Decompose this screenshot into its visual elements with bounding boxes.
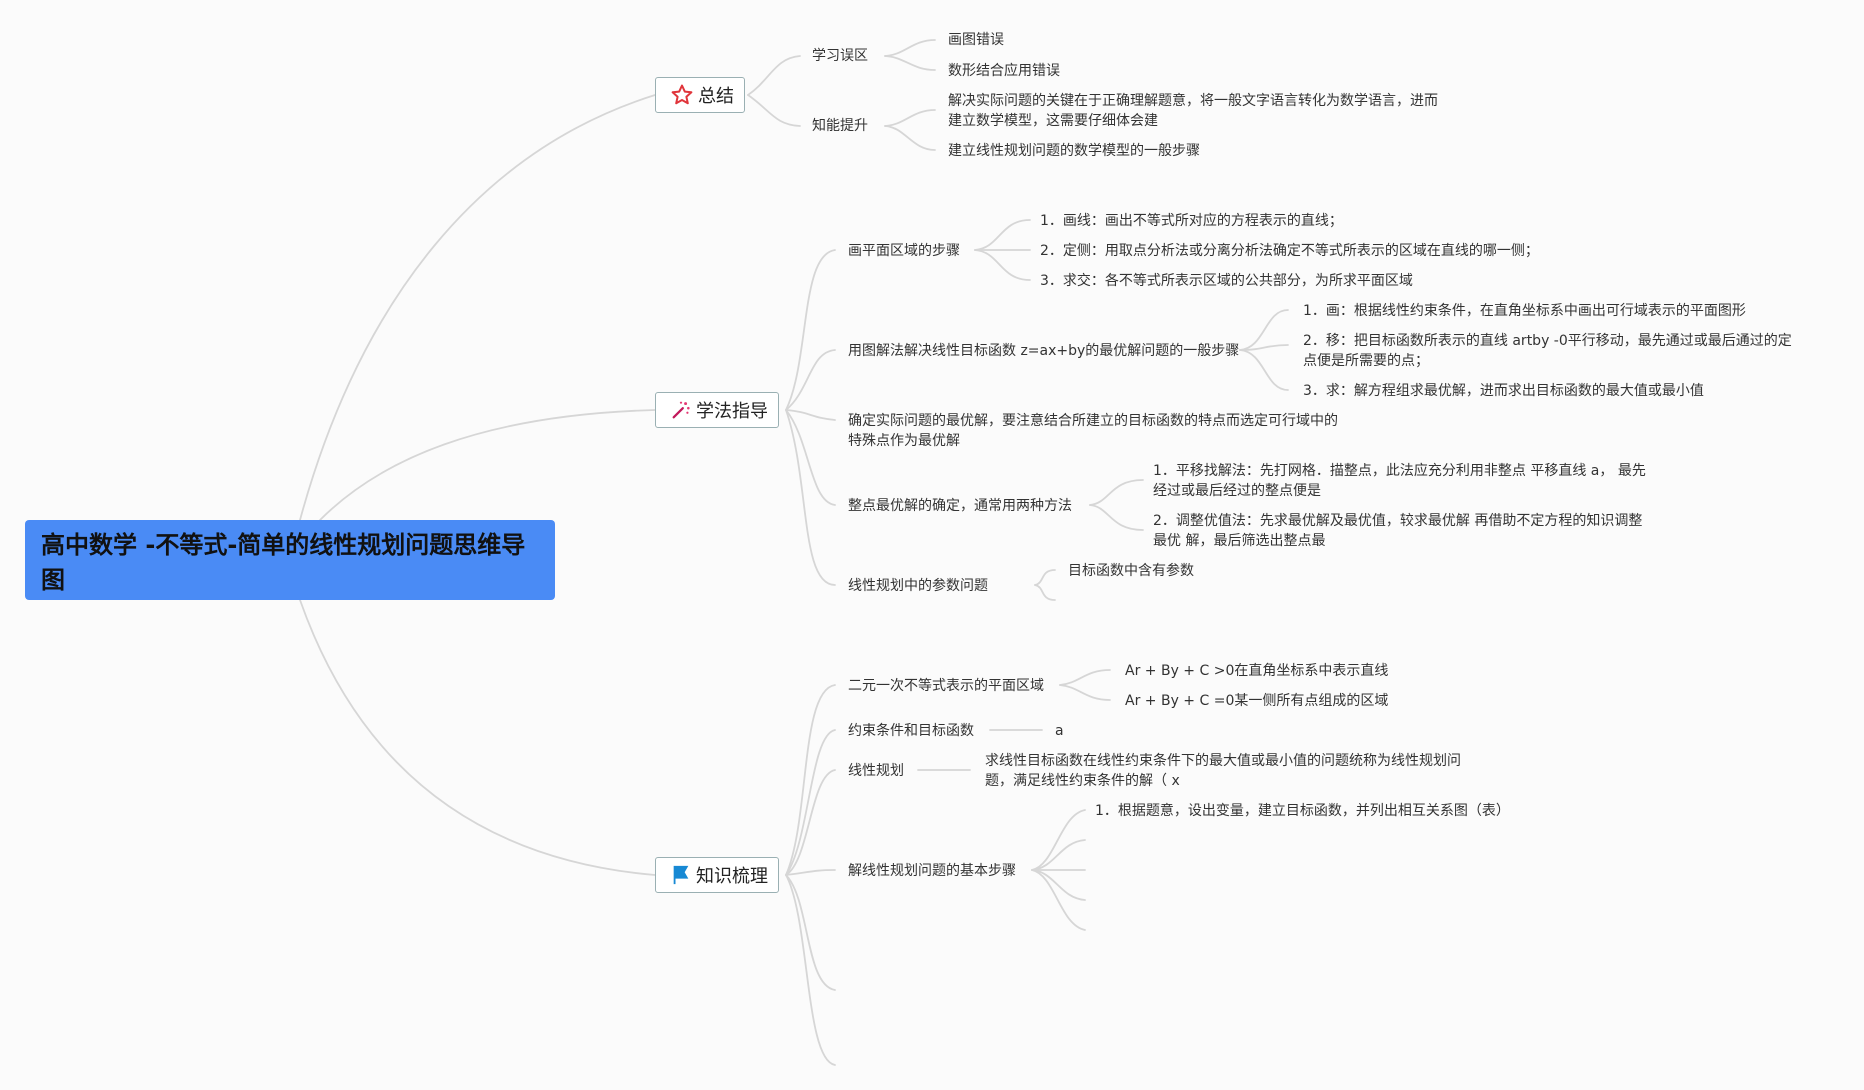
topic-graphic-step-2[interactable]: 2．移：把目标函数所表示的直线 artby -0平行移动，最先通过或最后通过的定… bbox=[1303, 333, 1792, 369]
topic-basic-steps[interactable]: 解线性规划问题的基本步骤 bbox=[848, 863, 1016, 879]
topic-graphic-step-3[interactable]: 3．求：解方程组求最优解，进而求出目标函数的最大值或最小值 bbox=[1303, 383, 1704, 399]
topic-graphic-method[interactable]: 用图解法解决线性目标函数 z=ax+by的最优解问题的一般步骤 bbox=[848, 343, 1240, 359]
topic-region-step-3[interactable]: 3．求交：各不等式所表示区域的公共部分，为所求平面区域 bbox=[1040, 273, 1413, 289]
topic-region-equation[interactable]: Ar + By + C =0某一侧所有点组成的区域 bbox=[1125, 693, 1389, 709]
link-root-summary bbox=[299, 94, 656, 521]
topic-basic-step-1[interactable]: 1．根据题意，设出变量，建立目标函数，并列出相互关系图（表） bbox=[1095, 803, 1510, 819]
topic-learning-mistakes[interactable]: 学习误区 bbox=[812, 48, 868, 64]
topic-region-step-2[interactable]: 2．定侧：用取点分析法或分离分析法确定不等式所表示的区域在直线的哪一侧； bbox=[1040, 243, 1539, 259]
branch-summary[interactable]: 总结 bbox=[655, 77, 745, 113]
topic-region-step-1[interactable]: 1．画线：画出不等式所对应的方程表示的直线； bbox=[1040, 213, 1343, 229]
link-root-knowledge bbox=[299, 599, 656, 876]
topic-constraint-a[interactable]: a bbox=[1055, 723, 1064, 739]
topic-objective-parameter[interactable]: 目标函数中含有参数 bbox=[1068, 563, 1194, 579]
link-summary-ability bbox=[747, 94, 801, 127]
topic-region-inequality[interactable]: Ar + By + C >0在直角坐标系中表示直线 bbox=[1125, 663, 1389, 679]
topic-lp-definition[interactable]: 求线性目标函数在线性约束条件下的最大值或最小值的问题统称为线性规划问题，满足线性… bbox=[985, 753, 1461, 789]
topic-ability-improvement[interactable]: 知能提升 bbox=[812, 118, 868, 134]
topic-linear-programming[interactable]: 线性规划 bbox=[848, 763, 904, 779]
topic-plane-region[interactable]: 二元一次不等式表示的平面区域 bbox=[848, 678, 1044, 694]
branch-method-label: 学法指导 bbox=[696, 401, 768, 422]
topic-number-shape-error[interactable]: 数形结合应用错误 bbox=[948, 63, 1060, 79]
link-root-method bbox=[319, 409, 656, 521]
topic-region-steps[interactable]: 画平面区域的步骤 bbox=[848, 243, 960, 259]
branch-summary-label: 总结 bbox=[698, 86, 734, 107]
magic-wand-icon bbox=[672, 401, 690, 419]
root-title: 高中数学 -不等式-简单的线性规划问题思维导图 bbox=[41, 531, 526, 594]
link-summary-mistakes bbox=[747, 55, 801, 96]
topic-drawing-error[interactable]: 画图错误 bbox=[948, 32, 1004, 48]
topic-integer-method-1[interactable]: 1．平移找解法：先打网格．描整点，此法应充分利用非整点 平移直线 a， 最先经过… bbox=[1153, 463, 1646, 499]
topic-constraint-objective[interactable]: 约束条件和目标函数 bbox=[848, 723, 974, 739]
topic-parameter-problem[interactable]: 线性规划中的参数问题 bbox=[848, 578, 988, 594]
branch-knowledge-label: 知识梳理 bbox=[696, 866, 768, 887]
star-icon bbox=[671, 84, 693, 105]
topic-model-steps[interactable]: 建立线性规划问题的数学模型的一般步骤 bbox=[948, 143, 1200, 159]
branch-method[interactable]: 学法指导 bbox=[655, 392, 779, 428]
branch-knowledge[interactable]: 知识梳理 bbox=[655, 857, 779, 893]
topic-graphic-step-1[interactable]: 1．画：根据线性约束条件，在直角坐标系中画出可行域表示的平面图形 bbox=[1303, 303, 1746, 319]
topic-integer-optimum[interactable]: 整点最优解的确定，通常用两种方法 bbox=[848, 498, 1072, 514]
topic-integer-method-2[interactable]: 2．调整优值法：先求最优解及最优值，较求最优解 再借助不定方程的知识调整最优 解… bbox=[1153, 513, 1643, 549]
topic-practical-key[interactable]: 解决实际问题的关键在于正确理解题意，将一般文字语言转化为数学语言，进而建立数学模… bbox=[948, 93, 1438, 129]
root-topic[interactable]: 高中数学 -不等式-简单的线性规划问题思维导图 bbox=[25, 520, 555, 600]
topic-practical-optimum[interactable]: 确定实际问题的最优解，要注意结合所建立的目标函数的特点而选定可行域中的特殊点作为… bbox=[848, 413, 1338, 449]
flag-icon bbox=[673, 865, 689, 885]
